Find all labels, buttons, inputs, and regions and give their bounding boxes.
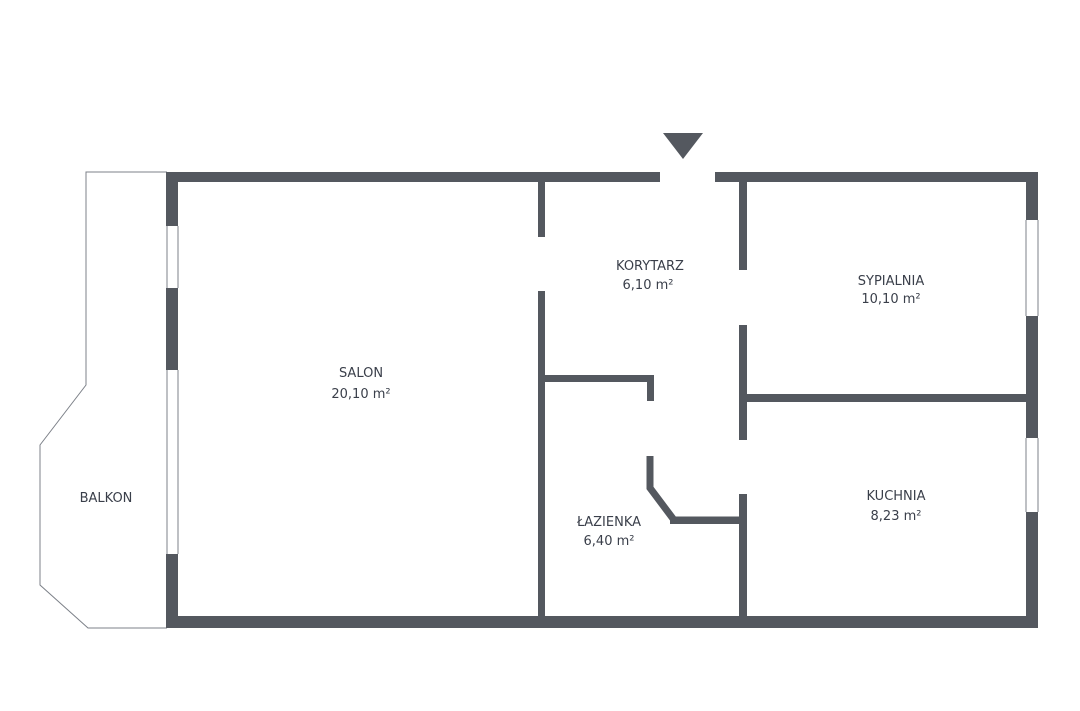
wall-bathroom-angled xyxy=(646,456,742,524)
wall-right-1 xyxy=(1026,172,1038,220)
label-balkon-name: BALKON xyxy=(80,491,133,506)
label-salon-area: 20,10 m² xyxy=(331,387,390,402)
wall-left-1 xyxy=(166,172,178,226)
label-kuchnia-name: KUCHNIA xyxy=(867,489,926,504)
label-korytarz-area: 6,10 m² xyxy=(623,278,674,293)
wall-left-3 xyxy=(166,554,178,628)
label-salon-name: SALON xyxy=(339,366,383,381)
walls xyxy=(166,172,1038,628)
wall-bathroom-right xyxy=(739,494,747,618)
wall-bedroom-kitchen xyxy=(745,394,1030,402)
wall-corridor-bedroom-upper xyxy=(739,182,747,270)
label-sypialnia-name: SYPIALNIA xyxy=(858,274,925,289)
wall-right-2 xyxy=(1026,316,1038,438)
wall-top-right xyxy=(715,172,1038,182)
wall-corridor-bedroom-lower xyxy=(739,325,747,440)
label-sypialnia-area: 10,10 m² xyxy=(861,292,920,307)
label-lazienka-area: 6,40 m² xyxy=(584,534,635,549)
balcony-outline xyxy=(39,171,167,629)
label-korytarz-name: KORYTARZ xyxy=(616,259,684,274)
wall-bathroom-top xyxy=(543,375,653,382)
wall-right-3 xyxy=(1026,512,1038,628)
wall-bathroom-door-stub xyxy=(647,375,654,401)
wall-top-left xyxy=(166,172,660,182)
windows xyxy=(166,220,1039,554)
wall-salon-corridor-upper xyxy=(538,182,545,237)
wall-left-2 xyxy=(166,288,178,370)
label-lazienka-name: ŁAZIENKA xyxy=(576,515,641,530)
entrance-arrow-icon xyxy=(663,133,703,159)
label-kuchnia-area: 8,23 m² xyxy=(871,509,922,524)
wall-bottom xyxy=(166,616,1038,628)
wall-salon-corridor-lower xyxy=(538,291,545,618)
